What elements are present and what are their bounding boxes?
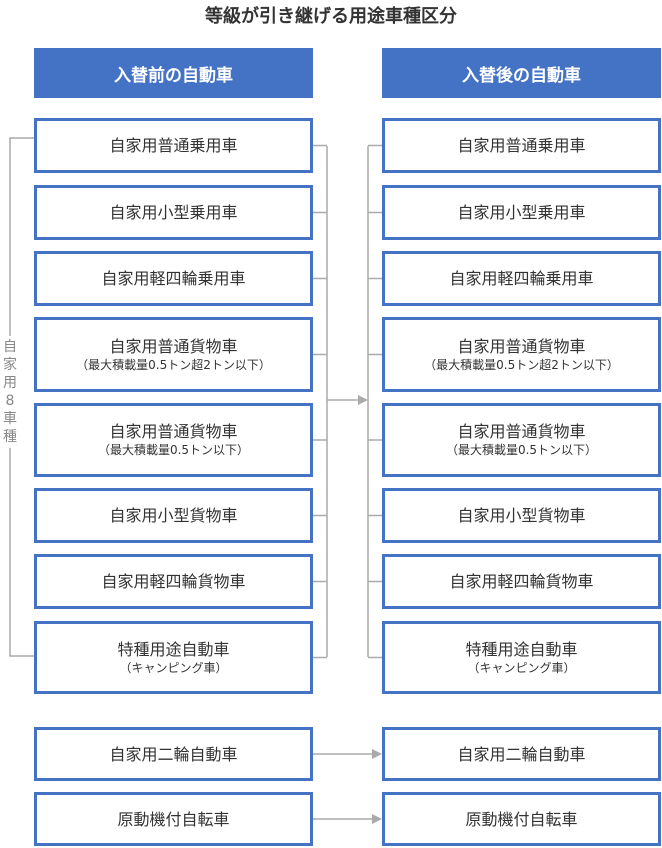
before-box-1: 自家用普通乗用車 bbox=[34, 118, 313, 173]
before-box-7: 自家用軽四輪貨物車 bbox=[34, 554, 313, 609]
after-box-8: 特種用途自動車 （キャンピング車） bbox=[382, 621, 661, 694]
before-two-wheel-box: 自家用二輪自動車 bbox=[34, 727, 313, 781]
after-box-7: 自家用軽四輪貨物車 bbox=[382, 554, 661, 609]
after-moped-box: 原動機付自転車 bbox=[382, 792, 661, 846]
before-box-2: 自家用小型乗用車 bbox=[34, 185, 313, 240]
arrow-two-wheel bbox=[372, 749, 382, 759]
after-box-3: 自家用軽四輪乗用車 bbox=[382, 251, 661, 306]
after-box-2: 自家用小型乗用車 bbox=[382, 185, 661, 240]
before-box-4: 自家用普通貨物車 （最大積載量0.5トン超2トン以下） bbox=[34, 317, 313, 392]
arrow-moped bbox=[372, 814, 382, 824]
group-arrow bbox=[358, 395, 368, 405]
before-box-8: 特種用途自動車 （キャンピング車） bbox=[34, 621, 313, 694]
diagram-title: 等級が引き継げる用途車種区分 bbox=[205, 6, 457, 27]
after-box-4: 自家用普通貨物車 （最大積載量0.5トン超2トン以下） bbox=[382, 317, 661, 392]
header-after: 入替後の自動車 bbox=[382, 48, 661, 98]
before-box-5: 自家用普通貨物車 （最大積載量0.5トン以下） bbox=[34, 403, 313, 477]
after-box-6: 自家用小型貨物車 bbox=[382, 488, 661, 543]
after-box-5: 自家用普通貨物車 （最大積載量0.5トン以下） bbox=[382, 403, 661, 477]
header-before: 入替前の自動車 bbox=[34, 48, 313, 98]
group-side-label: 自 家 用 8 車 種 bbox=[0, 336, 20, 448]
after-box-1: 自家用普通乗用車 bbox=[382, 118, 661, 173]
before-box-3: 自家用軽四輪乗用車 bbox=[34, 251, 313, 306]
before-moped-box: 原動機付自転車 bbox=[34, 792, 313, 846]
before-box-6: 自家用小型貨物車 bbox=[34, 488, 313, 543]
after-two-wheel-box: 自家用二輪自動車 bbox=[382, 727, 661, 781]
